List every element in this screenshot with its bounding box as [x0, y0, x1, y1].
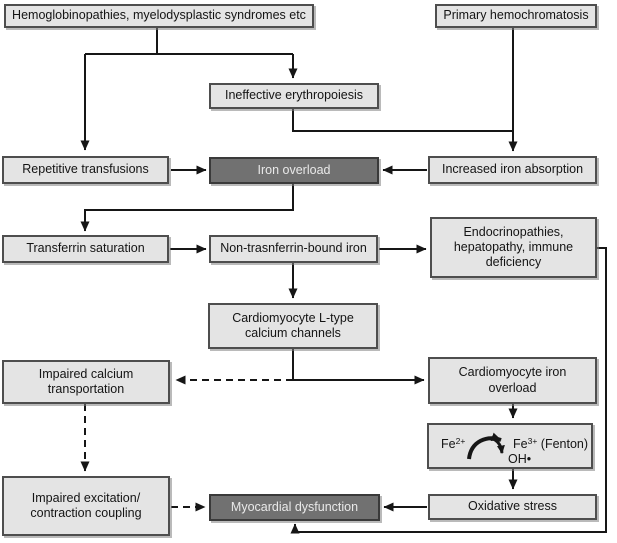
- fenton-fe2-charge: 2+: [455, 436, 466, 446]
- fenton-fe3-label: Fe3+ (Fenton): [513, 436, 588, 452]
- fenton-fe3-symbol: Fe: [513, 437, 528, 451]
- node-non-transferrin-bound-iron: Non-trasnferrin-bound iron: [209, 235, 378, 263]
- node-cardiomyocyte-iron-overload: Cardiomyocyte iron overload: [428, 357, 597, 404]
- fenton-oh-label: OH•: [508, 452, 531, 467]
- fenton-curved-arrow-icon: [467, 432, 505, 460]
- node-transferrin-saturation: Transferrin saturation: [2, 235, 169, 263]
- node-repetitive-transfusions: Repetitive transfusions: [2, 156, 169, 184]
- edge-iron-overload-to-transferrin: [80, 184, 294, 232]
- node-hemoglobinopathies: Hemoglobinopathies, myelodysplastic synd…: [4, 4, 314, 28]
- fenton-fe3-charge: 3+: [527, 436, 538, 446]
- edge-ineffective-junction: [292, 109, 513, 132]
- fenton-fe2-label: Fe2+: [441, 436, 465, 452]
- node-myocardial-dysfunction: Myocardial dysfunction: [209, 494, 380, 521]
- node-cardiomyocyte-l-type-channels: Cardiomyocyte L-type calcium channels: [208, 303, 378, 349]
- node-increased-iron-absorption: Increased iron absorption: [428, 156, 597, 184]
- node-oxidative-stress: Oxidative stress: [428, 494, 597, 520]
- node-primary-hemochromatosis: Primary hemochromatosis: [435, 4, 597, 28]
- fenton-fe2-symbol: Fe: [441, 437, 456, 451]
- node-impaired-excitation-contraction: Impaired excitation/ contraction couplin…: [2, 476, 170, 536]
- node-iron-overload: Iron overload: [209, 157, 379, 184]
- fenton-note: (Fenton): [540, 437, 589, 451]
- fenton-oh-symbol: OH: [508, 452, 527, 466]
- node-fenton-reaction: Fe2+ Fe3+ (Fenton) OH•: [427, 423, 593, 469]
- node-endocrinopathies: Endocrinopathies, hepatopathy, immune de…: [430, 217, 597, 278]
- edge-ltype-to-cm-iron-overload: [292, 349, 425, 385]
- fenton-radical-dot: •: [526, 452, 532, 466]
- node-impaired-calcium-transportation: Impaired calcium transportation: [2, 360, 170, 404]
- node-ineffective-erythropoiesis: Ineffective erythropoiesis: [209, 83, 379, 109]
